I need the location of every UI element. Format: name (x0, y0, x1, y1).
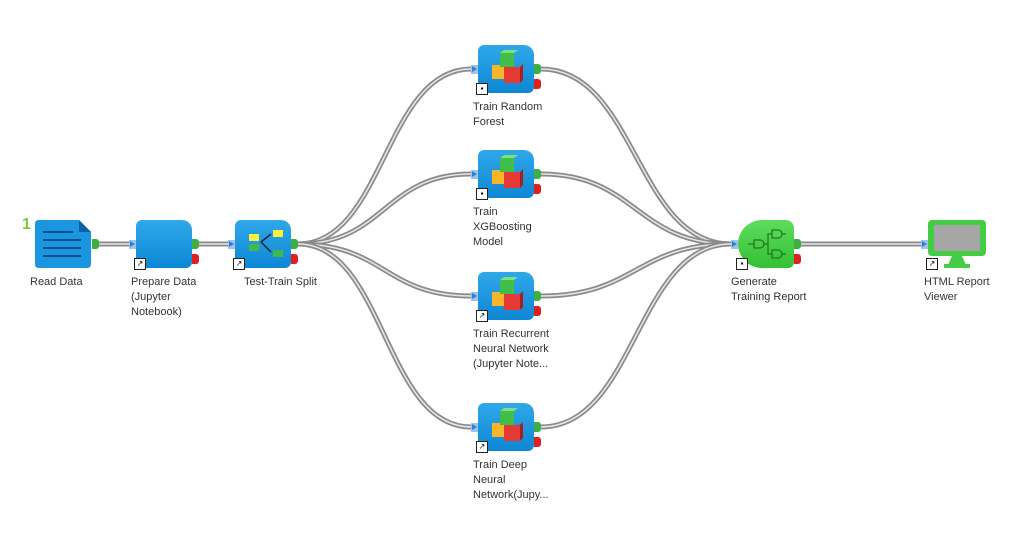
input-port[interactable] (228, 240, 235, 249)
cubes-icon (492, 155, 523, 188)
annotation-number: 1 (22, 216, 31, 233)
node-prepare-data[interactable]: ↗ (129, 220, 199, 270)
node-train-xgb[interactable]: ▪ (471, 150, 541, 200)
node-label: Train Random Forest (473, 101, 543, 128)
output-port[interactable] (534, 64, 541, 74)
input-port[interactable] (471, 292, 478, 301)
component-icon: ▪ (476, 188, 488, 200)
shortcut-arrow-icon: ↗ (476, 310, 488, 322)
node-label: Generate Training Report (731, 276, 807, 303)
node-train-rf[interactable]: ▪ (471, 45, 541, 95)
output-port[interactable] (534, 169, 541, 179)
split-icon (249, 230, 283, 257)
error-port[interactable] (192, 254, 199, 264)
node-train-rnn[interactable]: ↗ (471, 272, 541, 322)
node-read-data[interactable] (35, 220, 99, 268)
node-html-report-viewer[interactable]: ↗ (921, 220, 986, 270)
error-port[interactable] (534, 437, 541, 447)
node-label: Read Data (30, 276, 83, 288)
shortcut-arrow-icon: ↗ (233, 258, 245, 270)
cubes-icon (492, 277, 523, 310)
input-port[interactable] (471, 170, 478, 179)
node-test-train-split[interactable]: ↗ (228, 220, 298, 270)
node-label: Train Recurrent Neural Network (Jupyter … (473, 328, 550, 370)
output-port[interactable] (534, 291, 541, 301)
shortcut-arrow-icon: ↗ (476, 441, 488, 453)
component-icon: ▪ (476, 83, 488, 95)
node-train-dnn[interactable]: ↗ (471, 403, 541, 453)
cubes-icon (492, 408, 523, 441)
output-port[interactable] (534, 422, 541, 432)
input-port[interactable] (921, 240, 928, 249)
monitor-icon (928, 220, 986, 268)
cubes-icon (492, 50, 523, 83)
node-label: Test-Train Split (244, 276, 317, 288)
logic-gates-icon (748, 229, 786, 259)
node-label: Prepare Data (Jupyter Notebook) (131, 276, 197, 318)
input-port[interactable] (471, 423, 478, 432)
output-port[interactable] (192, 239, 199, 249)
error-port[interactable] (534, 306, 541, 316)
node-label: Train Deep Neural Network(Jupy... (473, 459, 549, 501)
shortcut-arrow-icon: ↗ (134, 258, 146, 270)
node-label: Train XGBoosting Model (473, 206, 532, 248)
input-port[interactable] (731, 240, 738, 249)
error-port[interactable] (534, 79, 541, 89)
node-generate-training-report[interactable]: ▪ (731, 220, 801, 270)
node-label: HTML Report Viewer (924, 276, 990, 303)
component-icon: ▪ (736, 258, 748, 270)
input-port[interactable] (129, 240, 136, 249)
input-port[interactable] (471, 65, 478, 74)
error-port[interactable] (534, 184, 541, 194)
document-icon (35, 220, 91, 268)
shortcut-arrow-icon: ↗ (926, 258, 938, 270)
